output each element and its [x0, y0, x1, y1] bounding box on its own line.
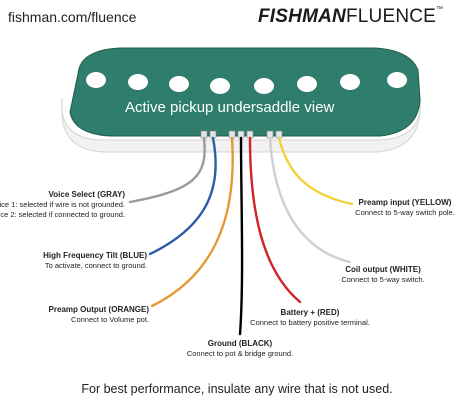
label-voice-select: Voice Select (GRAY) Voice 1: selected if… — [0, 190, 125, 220]
wire-description: Voice 2: selected if connected to ground… — [0, 210, 125, 219]
wire-title: Ground (BLACK) — [207, 339, 273, 348]
brand-logo: FISHMANFLUENCE™ — [258, 6, 443, 28]
wire-description: Connect to Volume pot. — [71, 315, 149, 324]
wire-description: Connect to battery positive terminal. — [250, 318, 370, 327]
brand-logo-part1: FISHMAN — [258, 6, 346, 27]
wire-title: Coil output (WHITE) — [345, 265, 421, 274]
pickup-body — [69, 47, 421, 137]
wire-description: Connect to 5-way switch pole. — [355, 208, 455, 217]
label-preamp-output: Preamp Output (ORANGE) Connect to Volume… — [49, 305, 149, 325]
pole-pieces — [86, 72, 407, 94]
wire-description: Connect to pot & bridge ground. — [186, 349, 294, 358]
website-url: fishman.com/fluence — [8, 9, 137, 25]
wire-black — [238, 136, 244, 336]
pole-piece — [340, 74, 360, 90]
wire-description: Connect to 5-way switch. — [341, 275, 425, 284]
wire-title: High Frequency Tilt (BLUE) — [43, 251, 147, 260]
solder-pads — [200, 130, 283, 139]
pole-piece — [387, 72, 407, 88]
label-high-frequency-tilt: High Frequency Tilt (BLUE) To activate, … — [43, 251, 147, 271]
wire-gray — [128, 136, 206, 204]
pole-piece — [86, 72, 106, 88]
label-battery: Battery + (RED) Connect to battery posit… — [230, 308, 390, 328]
wire-red — [248, 136, 302, 304]
wire-title: Preamp Output (ORANGE) — [48, 305, 149, 314]
pole-piece — [210, 78, 230, 94]
pickup-view-label: Active pickup undersaddle view — [125, 99, 335, 116]
footer-note: For best performance, insulate any wire … — [81, 382, 393, 396]
wire-title: Battery + (RED) — [280, 308, 340, 317]
brand-logo-part2: FLUENCE — [345, 6, 437, 27]
pole-piece — [297, 76, 317, 92]
label-coil-output: Coil output (WHITE) Connect to 5-way swi… — [328, 265, 438, 285]
wire-yellow — [277, 136, 354, 206]
label-ground: Ground (BLACK) Connect to pot & bridge g… — [140, 339, 340, 359]
wire-title: Preamp input (YELLOW) — [358, 198, 452, 207]
pole-piece — [254, 78, 274, 94]
label-preamp-input: Preamp input (YELLOW) Connect to 5-way s… — [345, 198, 465, 218]
pole-piece — [169, 76, 189, 92]
wire-description: To activate, connect to ground. — [44, 261, 147, 270]
wire-blue — [148, 136, 217, 256]
wire-description: Voice 1: selected if wire is not grounde… — [0, 200, 125, 209]
trademark-symbol: ™ — [436, 6, 444, 13]
pole-piece — [128, 74, 148, 90]
wire-orange — [150, 136, 234, 308]
wire-title: Voice Select (GRAY) — [48, 190, 125, 199]
wire-white-outline — [269, 137, 351, 263]
